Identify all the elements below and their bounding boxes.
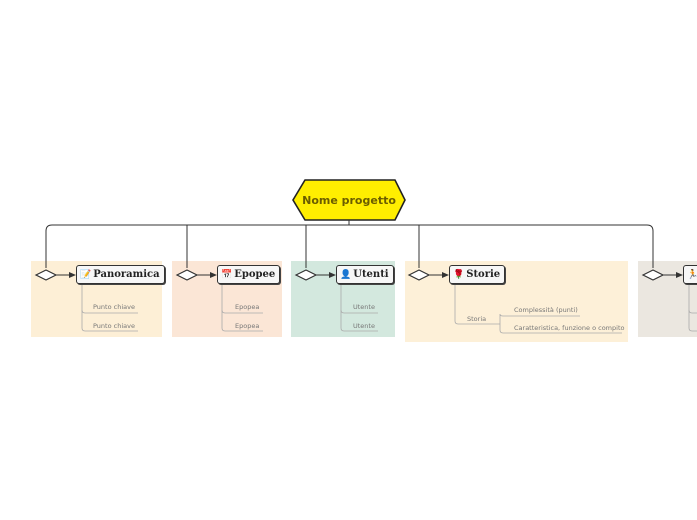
topic-storie[interactable]: 🌹 Storie (449, 265, 506, 284)
topic-panoramica[interactable]: 📝 Panoramica (76, 265, 165, 284)
collapse-toggle-utenti[interactable] (294, 269, 318, 281)
collapse-toggle-storie[interactable] (407, 269, 431, 281)
root-shape (292, 179, 406, 221)
subtopic-complessita[interactable]: Complessità (punti) (514, 306, 578, 314)
memo-icon: 📝 (80, 269, 92, 280)
subtopic-punto-chiave[interactable]: Punto chiave (93, 322, 135, 330)
topic-label: Utenti (353, 269, 389, 280)
root-topic[interactable]: Nome progetto (293, 180, 405, 220)
topic-extra[interactable]: 🏃 (683, 265, 697, 284)
topic-label: Storie (466, 269, 501, 280)
rose-icon: 🌹 (453, 269, 465, 280)
topic-utenti[interactable]: 👤 Utenti (336, 265, 394, 284)
subtopic-utente[interactable]: Utente (353, 303, 375, 311)
subtopic-utente[interactable]: Utente (353, 322, 375, 330)
user-icon: 👤 (340, 269, 352, 280)
topic-label: Panoramica (93, 269, 160, 280)
calendar-icon: 📅 (221, 269, 233, 280)
subtopic-epopea[interactable]: Epopea (235, 303, 260, 311)
collapse-toggle-extra[interactable] (641, 269, 665, 281)
topic-epopee[interactable]: 📅 Epopee (217, 265, 281, 284)
root-topic-label: Nome progetto (302, 193, 396, 207)
collapse-toggle-panoramica[interactable] (34, 269, 58, 281)
runner-icon: 🏃 (687, 269, 697, 280)
subtopic-epopea[interactable]: Epopea (235, 322, 260, 330)
subtopic-caratteristica[interactable]: Caratteristica, funzione o compito (514, 324, 625, 332)
subtopic-punto-chiave[interactable]: Punto chiave (93, 303, 135, 311)
collapse-toggle-epopee[interactable] (175, 269, 199, 281)
topic-label: Epopee (234, 269, 276, 280)
subtopic-storia[interactable]: Storia (467, 315, 487, 323)
